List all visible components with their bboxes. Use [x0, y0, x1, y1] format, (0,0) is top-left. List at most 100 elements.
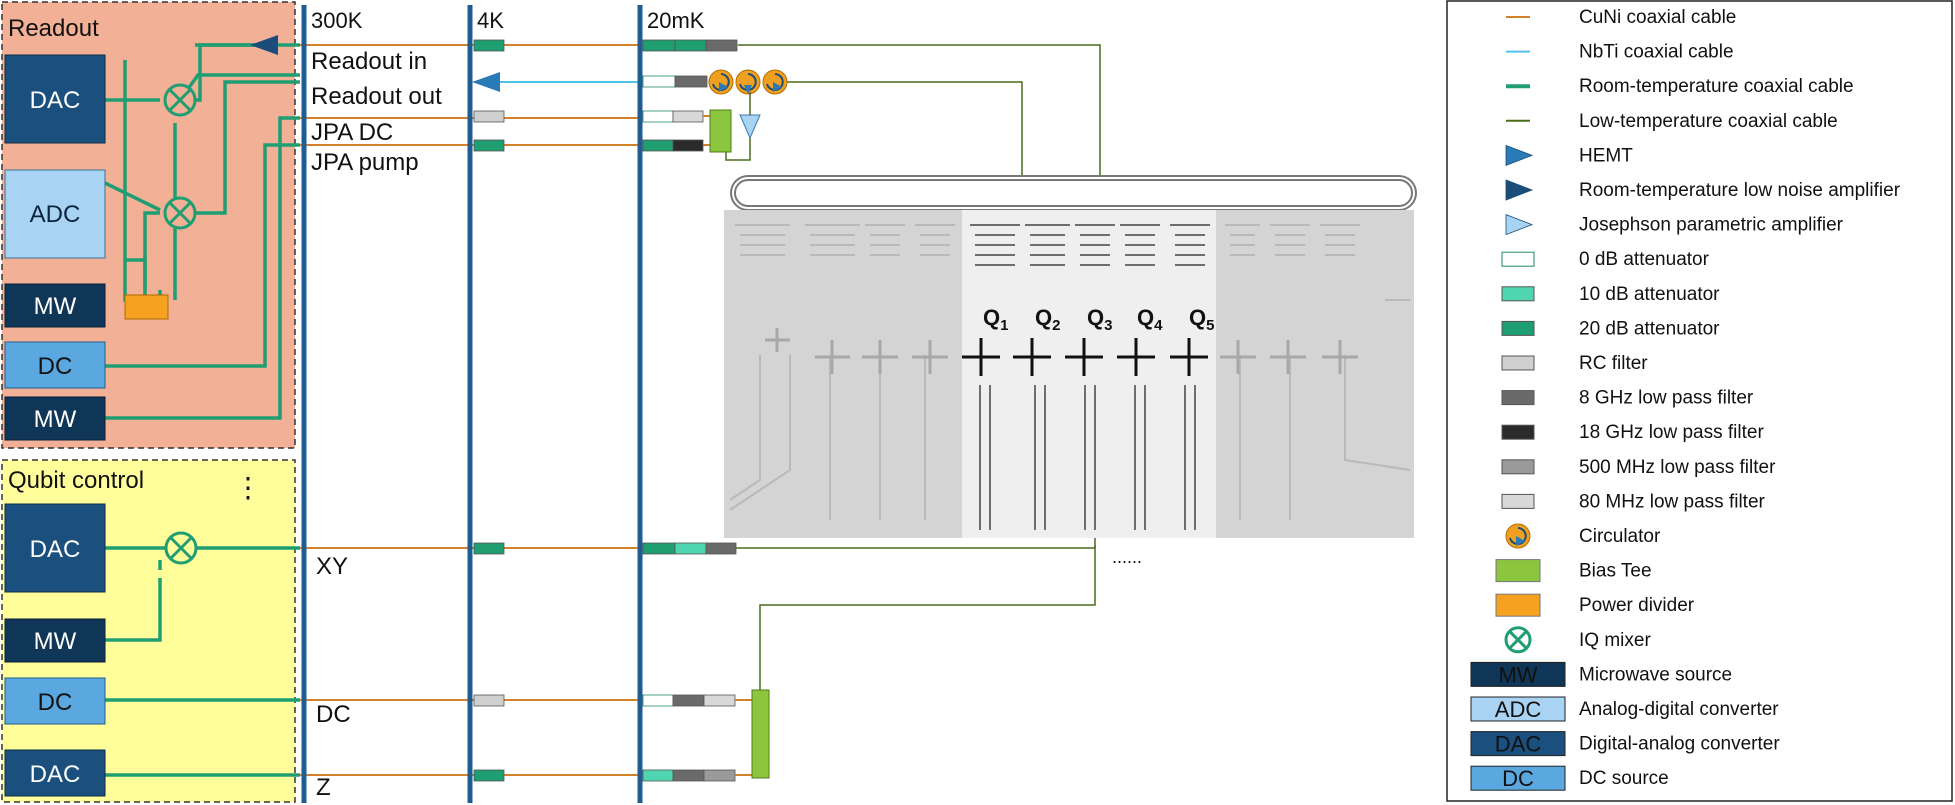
legend-box-text: DC — [1502, 766, 1534, 791]
legend-item: MW Microwave source — [1470, 661, 1732, 687]
svg-text:MW: MW — [34, 406, 77, 433]
legend-label: 500 MHz low pass filter — [1579, 457, 1776, 478]
legend-symbol — [1501, 251, 1535, 267]
legend-symbol — [1495, 559, 1541, 583]
legend-symbol — [1505, 144, 1534, 166]
legend-symbol — [1501, 286, 1535, 302]
mk-components — [642, 39, 738, 782]
qubit-chip — [724, 175, 1417, 538]
svg-text:DAC: DAC — [30, 761, 81, 788]
qubit-label-q1: Q1 — [983, 305, 1008, 334]
temperature-stage-lines — [301, 5, 643, 803]
control-mw: MW — [4, 618, 106, 663]
stage-label-20mk: 20mK — [647, 8, 705, 33]
legend-item: 10 dB attenuator — [1501, 284, 1720, 305]
label-z: Z — [316, 774, 331, 801]
legend-label: HEMT — [1579, 145, 1633, 166]
iq-mixer-readout-out — [163, 196, 197, 230]
legend-label: RC filter — [1579, 353, 1648, 374]
legend-box-text: MW — [1498, 662, 1537, 687]
qubit-label-q4: Q4 — [1137, 305, 1163, 334]
legend-symbol: ADC — [1470, 696, 1566, 722]
svg-text:MW: MW — [34, 628, 77, 655]
power-divider — [124, 294, 169, 320]
label-jpa-dc: JPA DC — [311, 119, 393, 146]
hemt-icon — [472, 72, 500, 92]
legend-item: 8 GHz low pass filter — [1501, 388, 1754, 409]
qubit-labels: Q1 Q2 Q3 Q4 Q5 — [983, 305, 1214, 334]
legend-item: 80 MHz low pass filter — [1501, 491, 1766, 512]
legend-symbol — [1501, 320, 1535, 336]
svg-text:DC: DC — [38, 353, 73, 380]
label-dc: DC — [316, 701, 351, 728]
legend-symbol: MW — [1470, 661, 1566, 687]
readout-mw: MW — [4, 283, 106, 328]
legend-item: CuNi coaxial cable — [1506, 7, 1736, 28]
legend-box-text: DAC — [1495, 732, 1542, 757]
svg-text:DC: DC — [38, 689, 73, 716]
legend-symbol — [1495, 593, 1541, 617]
legend-symbol — [1505, 214, 1534, 236]
legend-item: Power divider — [1495, 593, 1695, 617]
legend-symbol — [1501, 459, 1535, 475]
control-dac-2: DAC — [4, 749, 106, 797]
legend-symbol — [1501, 355, 1535, 371]
legend-item: 20 dB attenuator — [1501, 318, 1720, 339]
legend-label: 18 GHz low pass filter — [1579, 422, 1764, 443]
legend-label: 80 MHz low pass filter — [1579, 491, 1766, 512]
control-dac: DAC — [4, 503, 106, 593]
more-lines-ellipsis: ...... — [1112, 547, 1142, 567]
low-temperature-cables — [725, 44, 1101, 690]
legend-item: Low-temperature coaxial cable — [1506, 111, 1838, 132]
readout-panel-title: Readout — [8, 15, 99, 42]
legend-item: Room-temperature low noise amplifier — [1505, 179, 1901, 201]
legend-label: Circulator — [1579, 526, 1661, 547]
iq-mixer-xy — [164, 531, 198, 565]
circulators — [708, 69, 788, 95]
svg-text:DAC: DAC — [30, 536, 81, 563]
readout-dc: DC — [4, 341, 106, 389]
qubit-label-q2: Q2 — [1035, 305, 1060, 334]
label-jpa-pump: JPA pump — [311, 149, 419, 176]
legend-item: Room-temperature coaxial cable — [1506, 76, 1854, 97]
qubit-label-q3: Q3 — [1087, 305, 1112, 334]
jpa-icon — [739, 114, 761, 140]
legend-label: Josephson parametric amplifier — [1579, 215, 1844, 236]
stage-label-4k: 4K — [477, 8, 504, 33]
legend-label: NbTi coaxial cable — [1579, 42, 1734, 63]
iq-mixer-readout-in — [163, 83, 197, 117]
room-temperature-cables — [104, 43, 300, 777]
legend-item: NbTi coaxial cable — [1506, 42, 1734, 63]
legend-item: DAC Digital-analog converter — [1470, 731, 1780, 757]
bias-tee-z — [751, 689, 770, 779]
legend-symbol: DAC — [1470, 731, 1566, 757]
legend-label: Power divider — [1579, 595, 1695, 616]
legend-label: Room-temperature low noise amplifier — [1579, 180, 1901, 201]
legend-label: CuNi coaxial cable — [1579, 7, 1736, 28]
4k-components — [473, 39, 505, 782]
qubit-label-q5: Q5 — [1189, 305, 1214, 334]
legend-label: IQ mixer — [1579, 630, 1651, 651]
legend-symbol — [1505, 179, 1534, 201]
readout-adc: ADC — [4, 169, 106, 259]
legend-label: Digital-analog converter — [1579, 734, 1780, 755]
legend-label: Room-temperature coaxial cable — [1579, 76, 1854, 97]
legend-symbol: DC — [1470, 765, 1566, 791]
legend-label: Microwave source — [1579, 664, 1732, 685]
qubit-control-panel-title: Qubit control — [8, 467, 144, 494]
legend-symbol — [1501, 390, 1535, 406]
legend-symbol — [1501, 493, 1535, 509]
label-xy: XY — [316, 553, 348, 580]
mk-cuni-stubs — [703, 115, 752, 776]
legend-symbol — [1504, 626, 1532, 654]
legend-item: 18 GHz low pass filter — [1501, 422, 1764, 443]
legend-label: 0 dB attenuator — [1579, 249, 1710, 270]
legend-label: Bias Tee — [1579, 561, 1652, 582]
legend-label: 10 dB attenuator — [1579, 284, 1720, 305]
legend-label: 8 GHz low pass filter — [1579, 388, 1754, 409]
legend-label: Low-temperature coaxial cable — [1579, 111, 1838, 132]
